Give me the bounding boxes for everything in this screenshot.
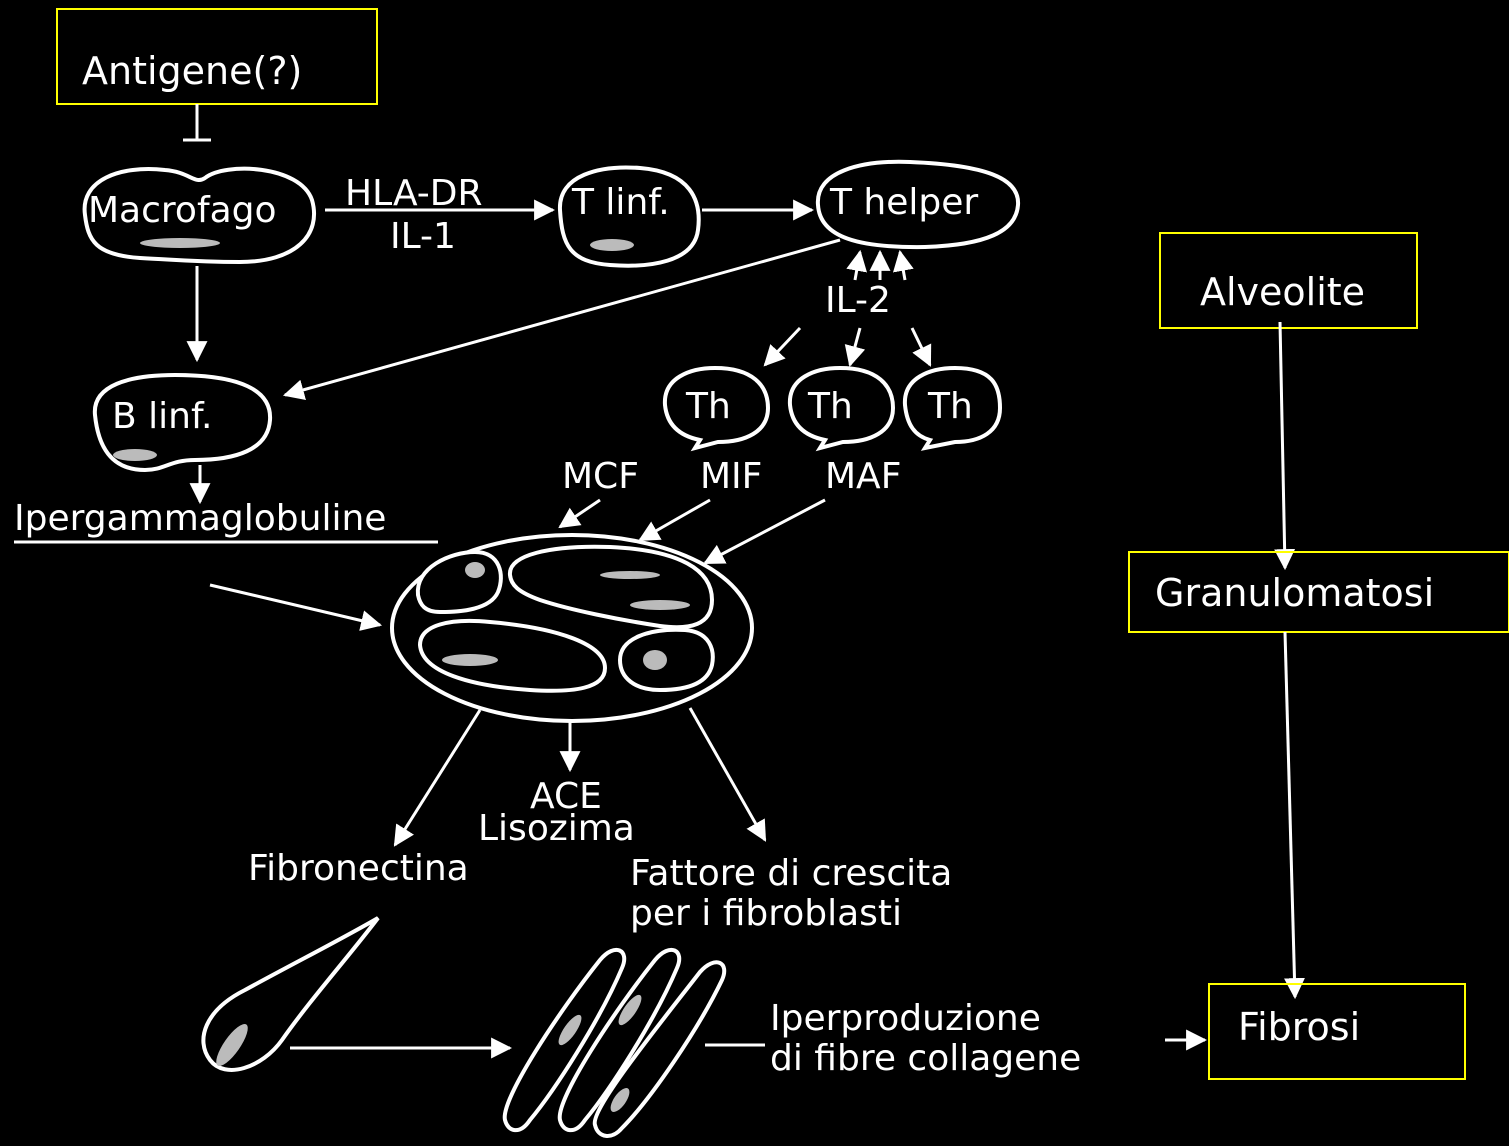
il2-to-th1-arrow — [765, 328, 800, 365]
mif-arrow — [640, 500, 710, 540]
t-helper-label: T helper — [829, 182, 978, 223]
maf-arrow — [705, 500, 825, 563]
il2-to-th2-arrow — [850, 328, 860, 365]
mcf-label: MCF — [562, 456, 639, 497]
il2-label: IL-2 — [825, 280, 891, 321]
lysozyme-label: Lisozima — [478, 808, 635, 849]
granulomatosis-to-fibrosis-arrow — [1285, 632, 1295, 997]
granuloma-to-growth-factor-arrow — [690, 708, 765, 840]
b-lymph-label: B linf. — [112, 396, 212, 437]
thelper-to-blymph-arrow — [285, 240, 840, 395]
macrophage-granules — [140, 238, 220, 248]
il2-feedback-arrow-3 — [900, 252, 905, 280]
b-lymph-granules — [113, 449, 157, 461]
th-label: Th — [807, 386, 853, 427]
t-lymph-granules — [590, 239, 634, 251]
il2-feedback-arrow-1 — [855, 252, 860, 280]
mcf-arrow — [560, 500, 600, 527]
th-cell-3: Th — [905, 368, 1000, 448]
t-lymph-label: T linf. — [571, 182, 670, 223]
macrophage-label: Macrofago — [88, 190, 277, 231]
fibrosis-label: Fibrosi — [1238, 1005, 1360, 1049]
th-label: Th — [927, 386, 973, 427]
th-cell-2: Th — [790, 368, 893, 448]
granuloma-to-fibronectin-arrow — [395, 710, 480, 845]
growth-factor-label-1: Fattore di crescita — [630, 853, 952, 894]
granulomatosis-label: Granulomatosi — [1155, 571, 1434, 615]
th-label: Th — [685, 386, 731, 427]
fibronectin-label: Fibronectina — [248, 848, 469, 889]
growth-factor-label-2: per i fibroblasti — [630, 893, 902, 934]
maf-label: MAF — [825, 456, 901, 497]
granuloma — [392, 535, 752, 721]
alveolitis-to-granulomatosis-arrow — [1280, 322, 1285, 568]
overproduction-label-2: di fibre collagene — [770, 1038, 1081, 1079]
th-cell-1: Th — [665, 368, 768, 448]
antigen-label: Antigene(?) — [82, 49, 302, 93]
collagen-fibres — [505, 950, 725, 1136]
mif-label: MIF — [700, 456, 762, 497]
il2-to-th3-arrow — [912, 328, 930, 365]
il1-label: IL-1 — [390, 216, 456, 257]
alveolitis-label: Alveolite — [1200, 270, 1365, 314]
hypergamma-to-granuloma-arrow — [210, 585, 380, 625]
overproduction-label-1: Iperproduzione — [770, 998, 1041, 1039]
hla-dr-label: HLA-DR — [345, 173, 483, 214]
hypergamma-label: Ipergammaglobuline — [14, 498, 386, 539]
